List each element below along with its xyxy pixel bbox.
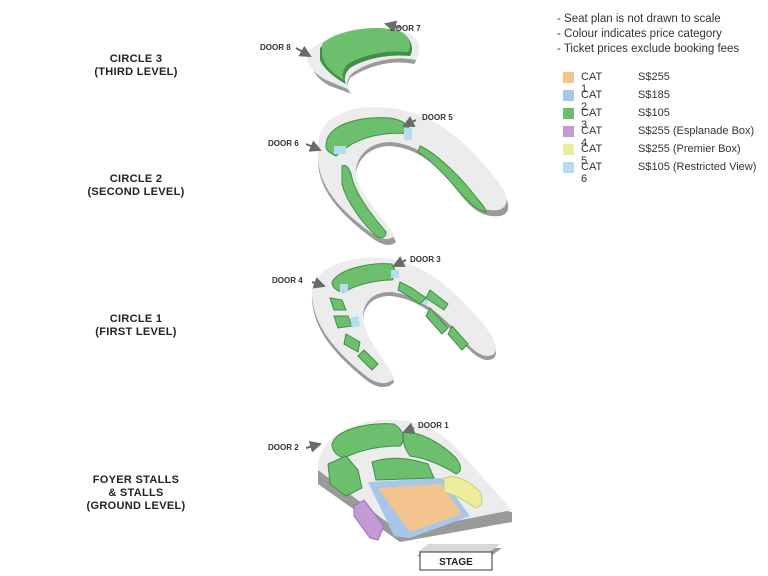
legend-price: S$105 (Restricted View) [638,161,757,173]
notes: - Seat plan is not drawn to scale - Colo… [557,12,739,57]
stage-box [419,551,493,571]
note-line: - Colour indicates price category [557,28,722,40]
level-label-line3: (GROUND LEVEL) [86,500,186,512]
level-label-circle3: CIRCLE 3 (THIRD LEVEL) [36,53,236,79]
circle2-cat3-top [325,117,411,157]
note-line: - Ticket prices exclude booking fees [557,43,740,55]
ground-cat3-rear-stalls [371,457,435,481]
stage-top [418,544,500,552]
circle2-cat3-left [341,165,387,239]
legend-category: CAT 4 [581,125,602,149]
door-7-label: DOOR 7 [390,24,421,33]
ground-cat3-left-wing [327,455,363,497]
legend-swatch-cat5 [563,144,574,155]
legend-price: S$255 (Esplanade Box) [638,125,755,137]
door-3-label: DOOR 3 [410,255,441,264]
door-2-label: DOOR 2 [268,443,299,452]
circle1-cat3-r2 [425,289,449,311]
level-label-line1: CIRCLE 3 [109,53,163,65]
ground-cat1-stalls [378,484,462,532]
circle2-plan [318,107,509,245]
circle1-cat6-inner [350,316,360,328]
level-label-circle1: CIRCLE 1 (FIRST LEVEL) [36,313,236,339]
ground-cat4-esplanade-box [353,499,385,541]
level-label-circle2: CIRCLE 2 (SECOND LEVEL) [36,173,236,199]
door-8-label: DOOR 8 [260,43,291,52]
circle2-cat3-right [417,145,487,213]
circle1-cat3-l3 [343,333,361,353]
legend-category: CAT 3 [581,107,602,131]
legend-category: CAT 5 [581,143,602,167]
circle1-plan [311,257,497,388]
level-label-ground: FOYER STALLS & STALLS (GROUND LEVEL) [36,474,236,513]
ground-foyer-cat3-left [331,423,404,459]
circle3-plan [306,28,420,94]
circle2-cat6-left [334,146,346,154]
ground-foyer-cat3-right [402,431,461,475]
circle2-cat6-right [404,128,412,140]
legend-category: CAT 1 [581,71,602,95]
door-6-label: DOOR 6 [268,139,299,148]
circle1-cat3-r4 [447,325,469,351]
legend-price: S$255 (Premier Box) [638,143,741,155]
legend-swatch-cat1 [563,72,574,83]
legend-price: S$185 [638,89,670,101]
circle1-cat6-top [391,270,399,278]
ground-plan [317,419,512,571]
circle3-cat3-block [322,28,410,80]
door-4-label: DOOR 4 [272,276,303,285]
circle1-cat3-r3 [425,307,449,335]
legend-swatch-cat3 [563,108,574,119]
circle1-cat3-r1 [397,281,427,305]
legend-category: CAT 6 [581,161,602,185]
stage-label: STAGE [439,557,473,568]
level-label-line2: (SECOND LEVEL) [87,186,185,198]
legend-swatch-cat2 [563,90,574,101]
level-label-line1: CIRCLE 1 [109,313,163,325]
circle1-cat3-l4 [357,349,379,371]
level-label-line2: (THIRD LEVEL) [94,66,178,78]
note-line: - Seat plan is not drawn to scale [557,13,721,25]
ground-cat5-premier-box [443,476,483,509]
circle1-cat3-l1 [329,297,347,311]
circle1-cat6-left [340,284,348,292]
legend-swatch-cat4 [563,126,574,137]
level-label-line2: (FIRST LEVEL) [95,326,177,338]
level-label-line1: FOYER STALLS [92,474,180,486]
level-label-line1: CIRCLE 2 [109,173,163,185]
legend-category: CAT 2 [581,89,602,113]
legend-price: S$255 [638,71,670,83]
legend-price: S$105 [638,107,670,119]
door-5-label: DOOR 5 [422,113,453,122]
door-1-label: DOOR 1 [418,421,449,430]
level-label-line2: & STALLS [108,487,164,499]
legend-swatch-cat6 [563,162,574,173]
